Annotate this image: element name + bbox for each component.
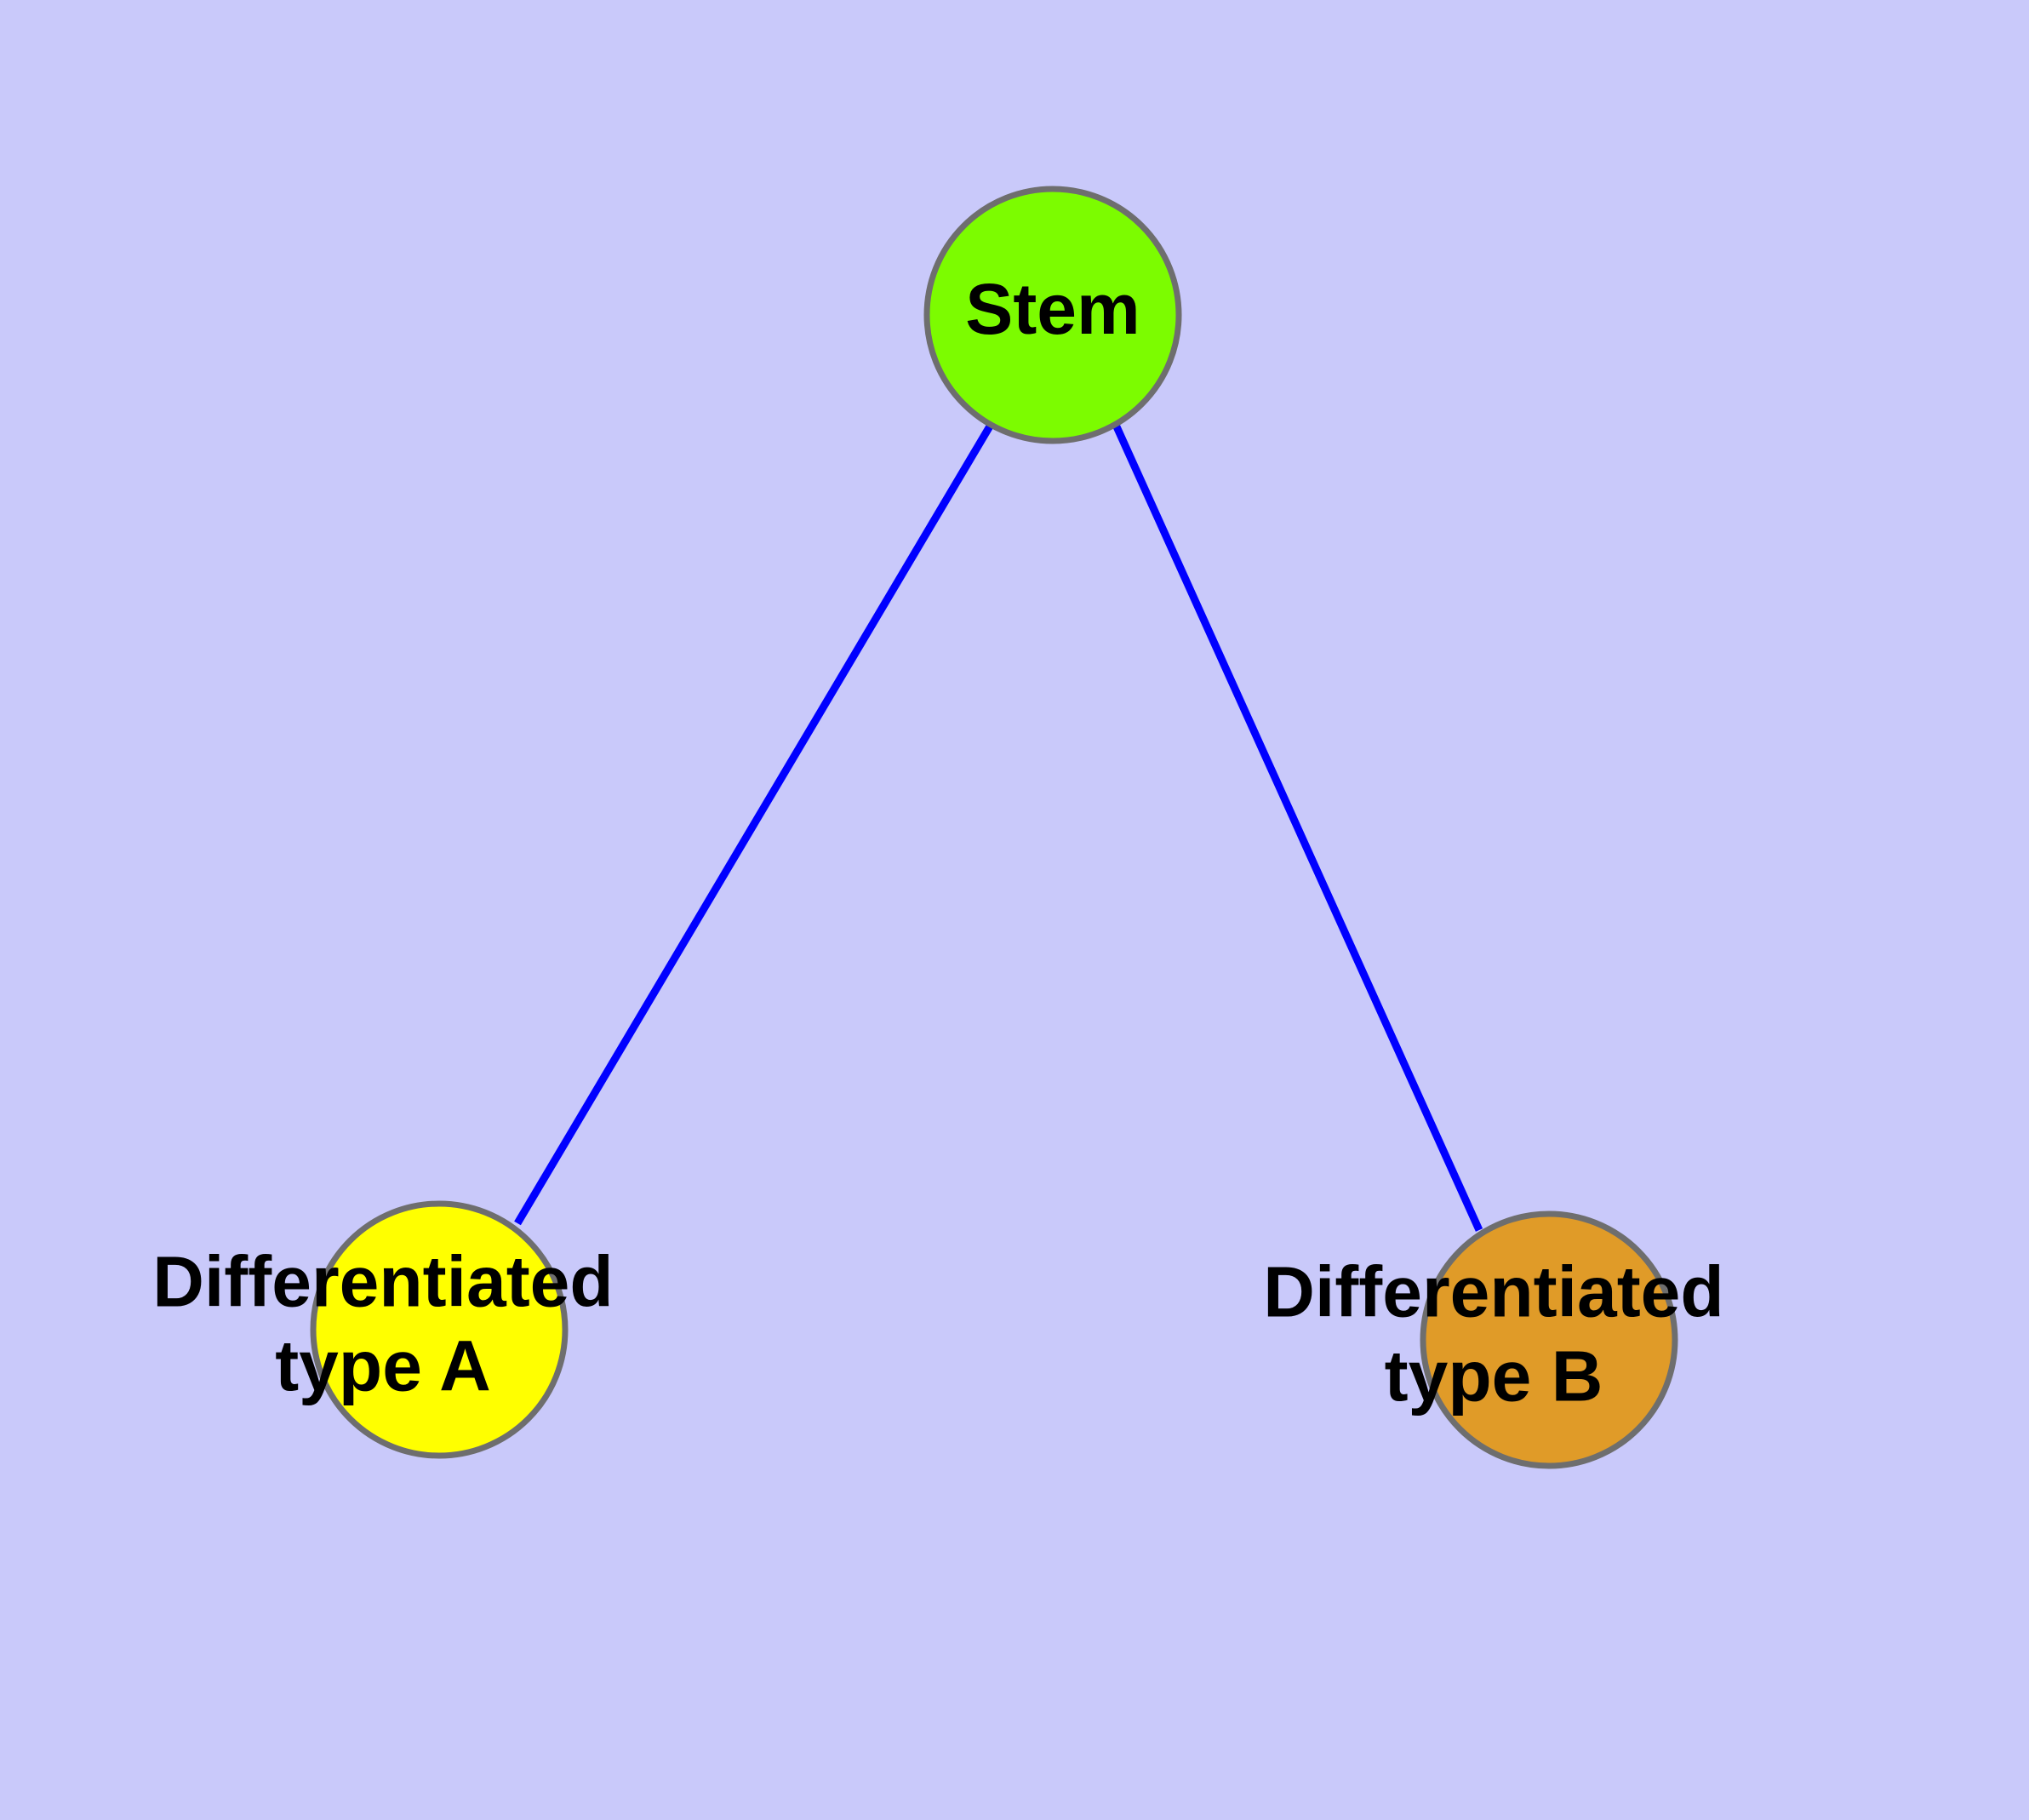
label-line: type A xyxy=(275,1326,491,1406)
graph-node-label-stem: Stem xyxy=(965,269,1140,349)
graph-edge[interactable] xyxy=(514,422,994,1226)
label-line: Stem xyxy=(965,269,1140,349)
graph-node-diff_a[interactable] xyxy=(310,1200,569,1459)
label-line: type B xyxy=(1385,1336,1603,1417)
graph-node-stem[interactable] xyxy=(923,186,1182,444)
nodes-layer xyxy=(310,186,1678,1469)
edges-layer xyxy=(514,422,1483,1232)
graph-edge[interactable] xyxy=(1112,423,1483,1232)
graph-node-diff_b[interactable] xyxy=(1420,1210,1678,1469)
label-line: Differentiated xyxy=(1263,1252,1723,1332)
label-line: Differentiated xyxy=(152,1242,613,1322)
